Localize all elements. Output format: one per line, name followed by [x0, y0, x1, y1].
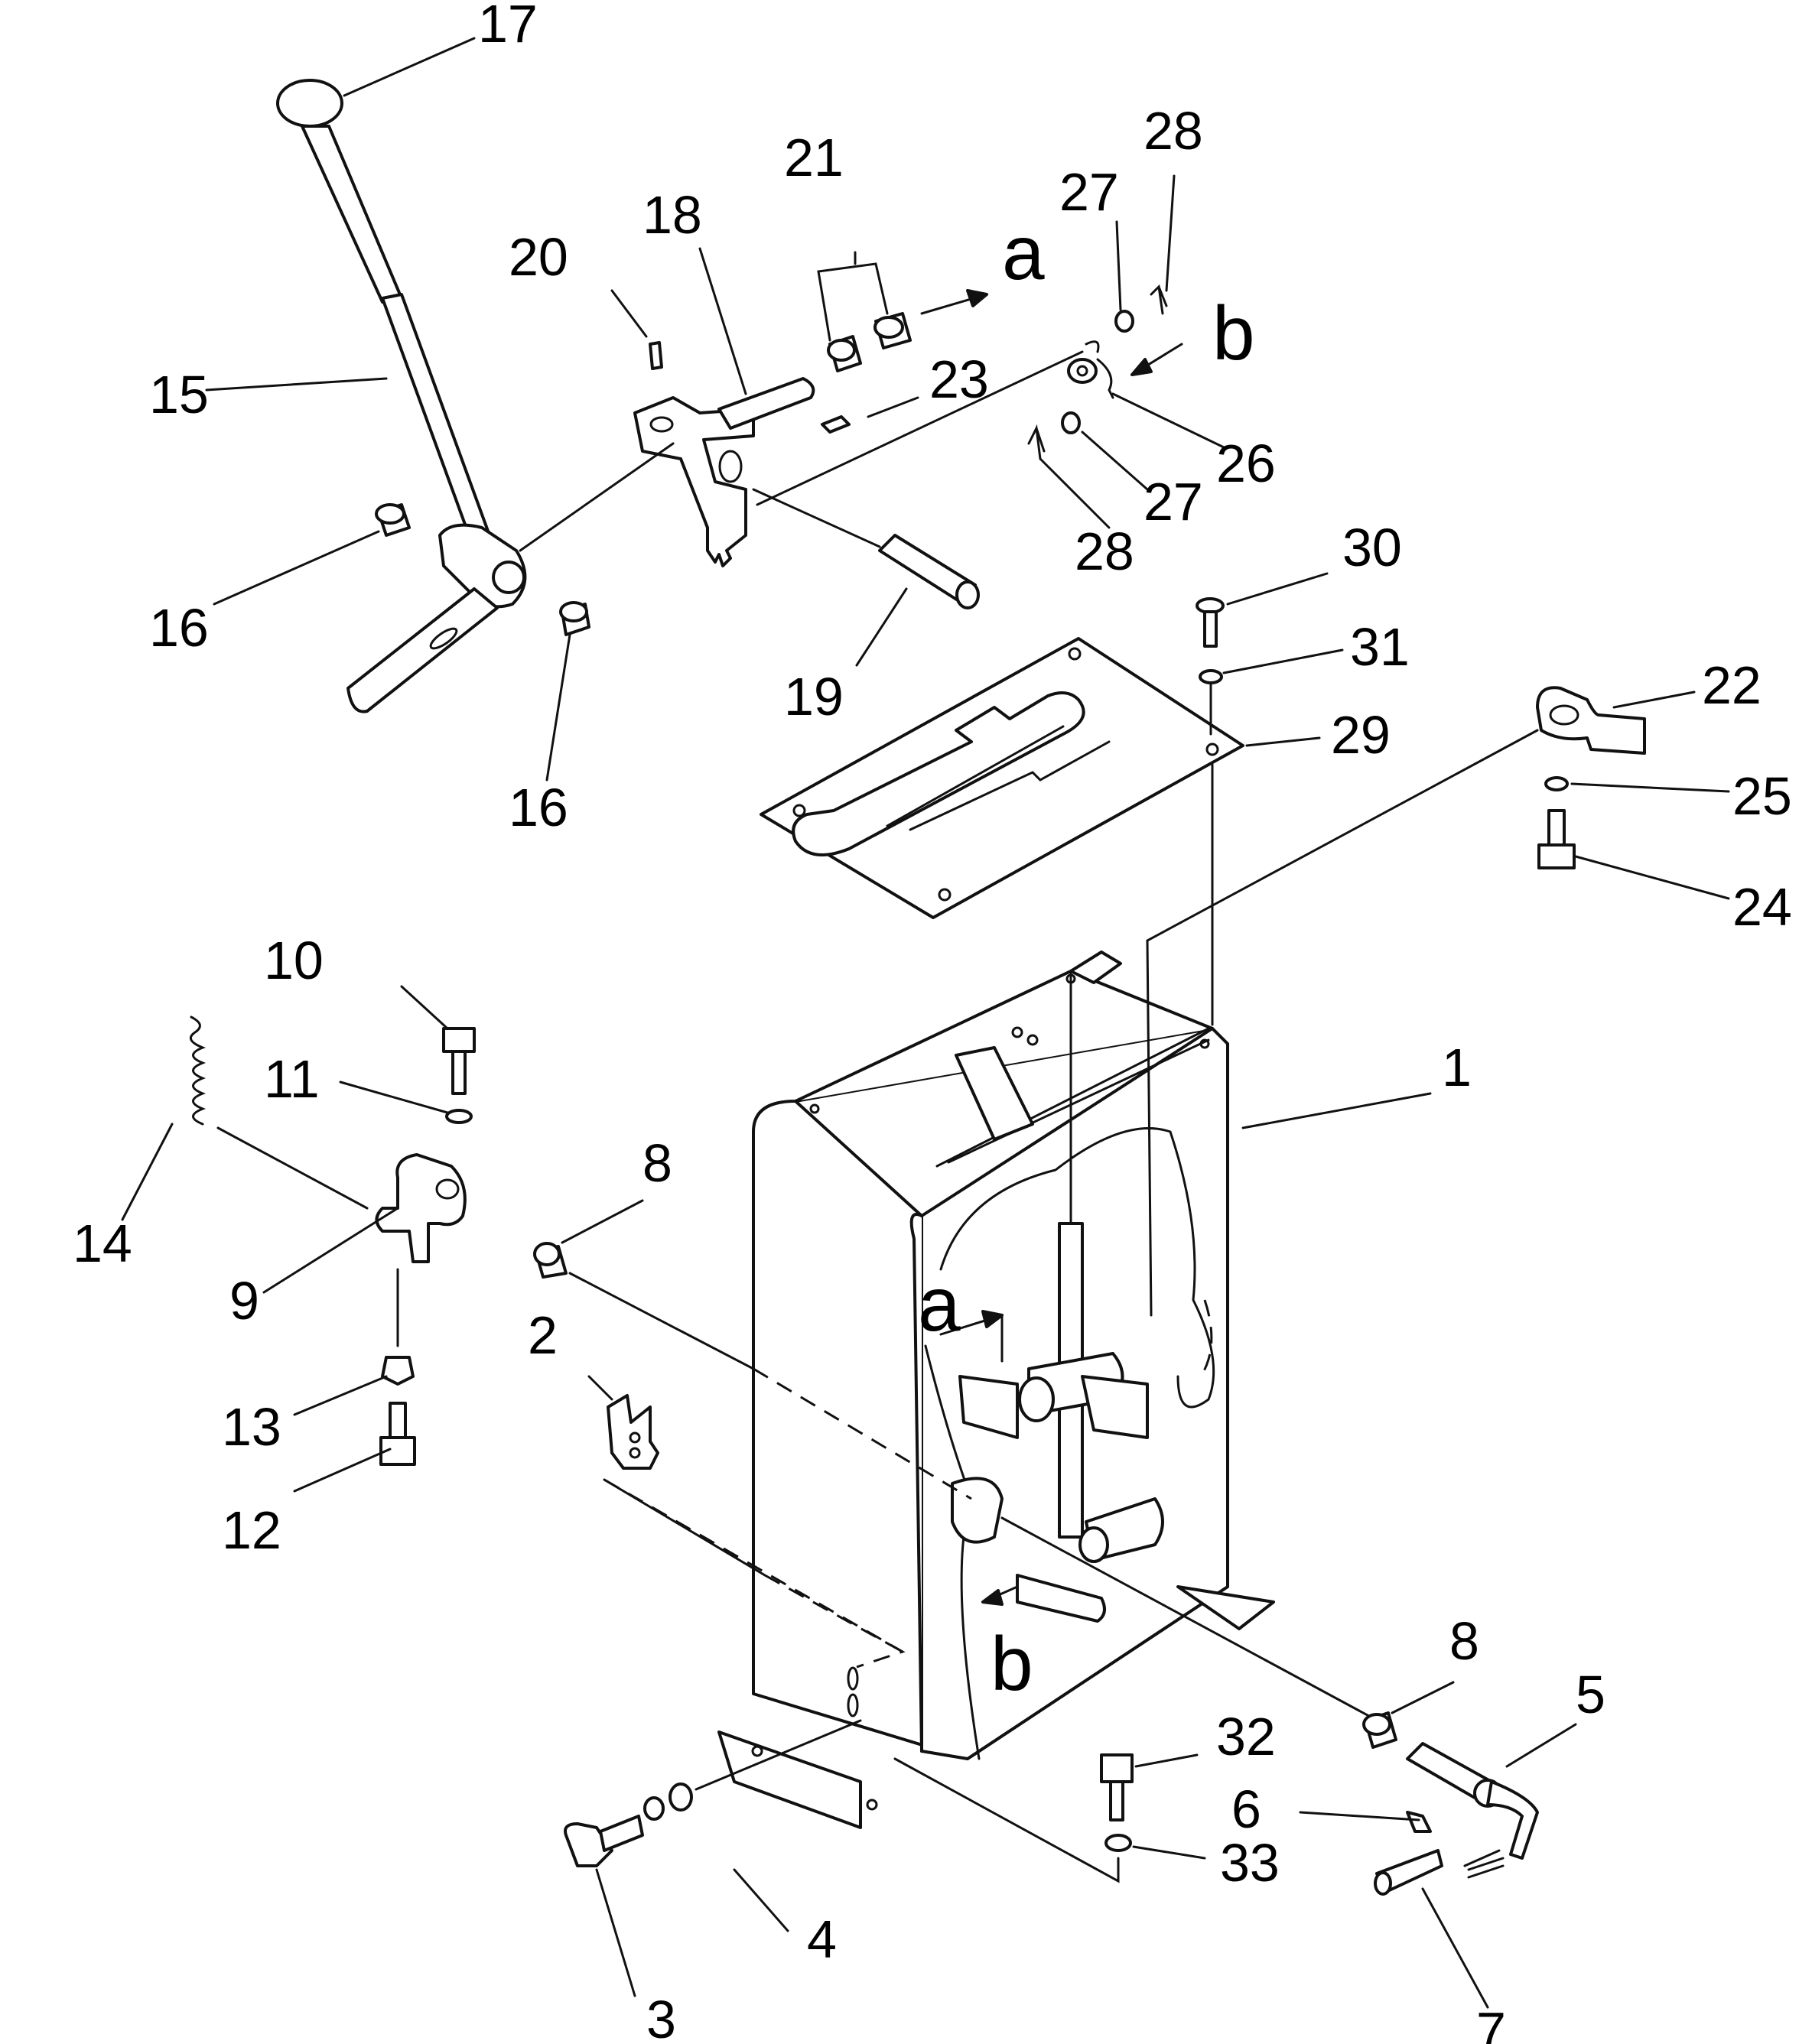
- callout-29: 29: [1331, 705, 1391, 765]
- callout-22: 22: [1702, 655, 1762, 715]
- bolt-12: [379, 1402, 416, 1466]
- pin-20: [649, 341, 663, 370]
- bolt-3: [564, 1815, 644, 1867]
- view-b-box: b: [991, 1621, 1033, 1707]
- callout-30: 30: [1342, 518, 1402, 577]
- callout-15: 15: [149, 365, 209, 424]
- washer-25: [1544, 776, 1569, 791]
- callout-1: 1: [1442, 1038, 1472, 1097]
- callout-25: 25: [1732, 766, 1792, 826]
- gate-plate: [760, 637, 1244, 919]
- bushing-21: [827, 312, 912, 372]
- callout-32: 32: [1216, 1707, 1276, 1766]
- bushing-16: [559, 601, 590, 636]
- callout-27: 27: [1143, 472, 1203, 531]
- callout-24: 24: [1732, 877, 1792, 937]
- washer-27: [1114, 310, 1134, 333]
- callout-20: 20: [509, 227, 568, 287]
- washer-27: [1061, 411, 1081, 434]
- callout-8: 8: [642, 1133, 672, 1193]
- lever-9: [375, 1153, 467, 1263]
- callout-3: 3: [646, 1990, 676, 2044]
- callout-31: 31: [1350, 617, 1410, 677]
- callout-21: 21: [784, 128, 844, 187]
- lever-holder: [633, 377, 815, 567]
- leader-2-dashed: [603, 1478, 906, 1669]
- callout-10: 10: [264, 931, 324, 990]
- callout-16: 16: [509, 778, 568, 837]
- spring-14: [189, 1016, 207, 1126]
- callout-26: 26: [1216, 434, 1276, 493]
- pin-7: [1374, 1849, 1443, 1896]
- callout-18: 18: [642, 185, 702, 245]
- bolt-30: [1196, 597, 1225, 648]
- crank-pin-5: [1406, 1742, 1539, 1879]
- washer-4: [643, 1796, 665, 1821]
- callout-2: 2: [528, 1305, 558, 1365]
- callout-23: 23: [929, 349, 989, 409]
- washer-31: [1199, 669, 1223, 684]
- view-a-top: a: [1002, 210, 1045, 296]
- callout-28: 28: [1075, 522, 1134, 581]
- cotter-pin-28: [1150, 284, 1168, 315]
- callout-8: 8: [1449, 1611, 1479, 1671]
- callout-17: 17: [478, 0, 538, 54]
- callout-27: 27: [1059, 162, 1119, 222]
- callout-14: 14: [73, 1214, 132, 1273]
- callout-9: 9: [229, 1271, 259, 1331]
- key-23: [821, 415, 851, 434]
- bolt-32: [1100, 1753, 1134, 1821]
- callout-6: 6: [1231, 1779, 1261, 1839]
- callout-12: 12: [222, 1500, 281, 1560]
- callout-33: 33: [1220, 1833, 1280, 1893]
- cotter-pin-28: [1027, 424, 1046, 460]
- callout-28: 28: [1143, 101, 1203, 161]
- bracket-2: [607, 1394, 659, 1470]
- pin-6: [1406, 1811, 1432, 1833]
- callout-16: 16: [149, 598, 209, 658]
- nut-13: [381, 1356, 415, 1386]
- view-b-top: b: [1212, 291, 1255, 376]
- callout-13: 13: [222, 1397, 281, 1457]
- callout-7: 7: [1476, 2001, 1506, 2044]
- washer-33: [1104, 1834, 1132, 1852]
- pin-19: [878, 534, 980, 609]
- callout-5: 5: [1576, 1665, 1605, 1724]
- callout-19: 19: [784, 667, 844, 726]
- callout-4: 4: [807, 1909, 837, 1969]
- clip-26: [1067, 340, 1114, 399]
- bolt-10: [442, 1027, 476, 1095]
- shift-lever: [276, 79, 527, 713]
- callout-leaders: [121, 37, 1730, 2009]
- bushing-8: [1362, 1711, 1397, 1749]
- bushing-8: [533, 1242, 568, 1279]
- washer-11: [445, 1109, 473, 1124]
- bolt-24: [1537, 809, 1576, 869]
- bracket-22: [1536, 686, 1646, 755]
- view-a-box: a: [918, 1262, 961, 1347]
- washer-4: [669, 1782, 693, 1812]
- callout-11: 11: [264, 1049, 320, 1109]
- bushing-16: [375, 503, 411, 537]
